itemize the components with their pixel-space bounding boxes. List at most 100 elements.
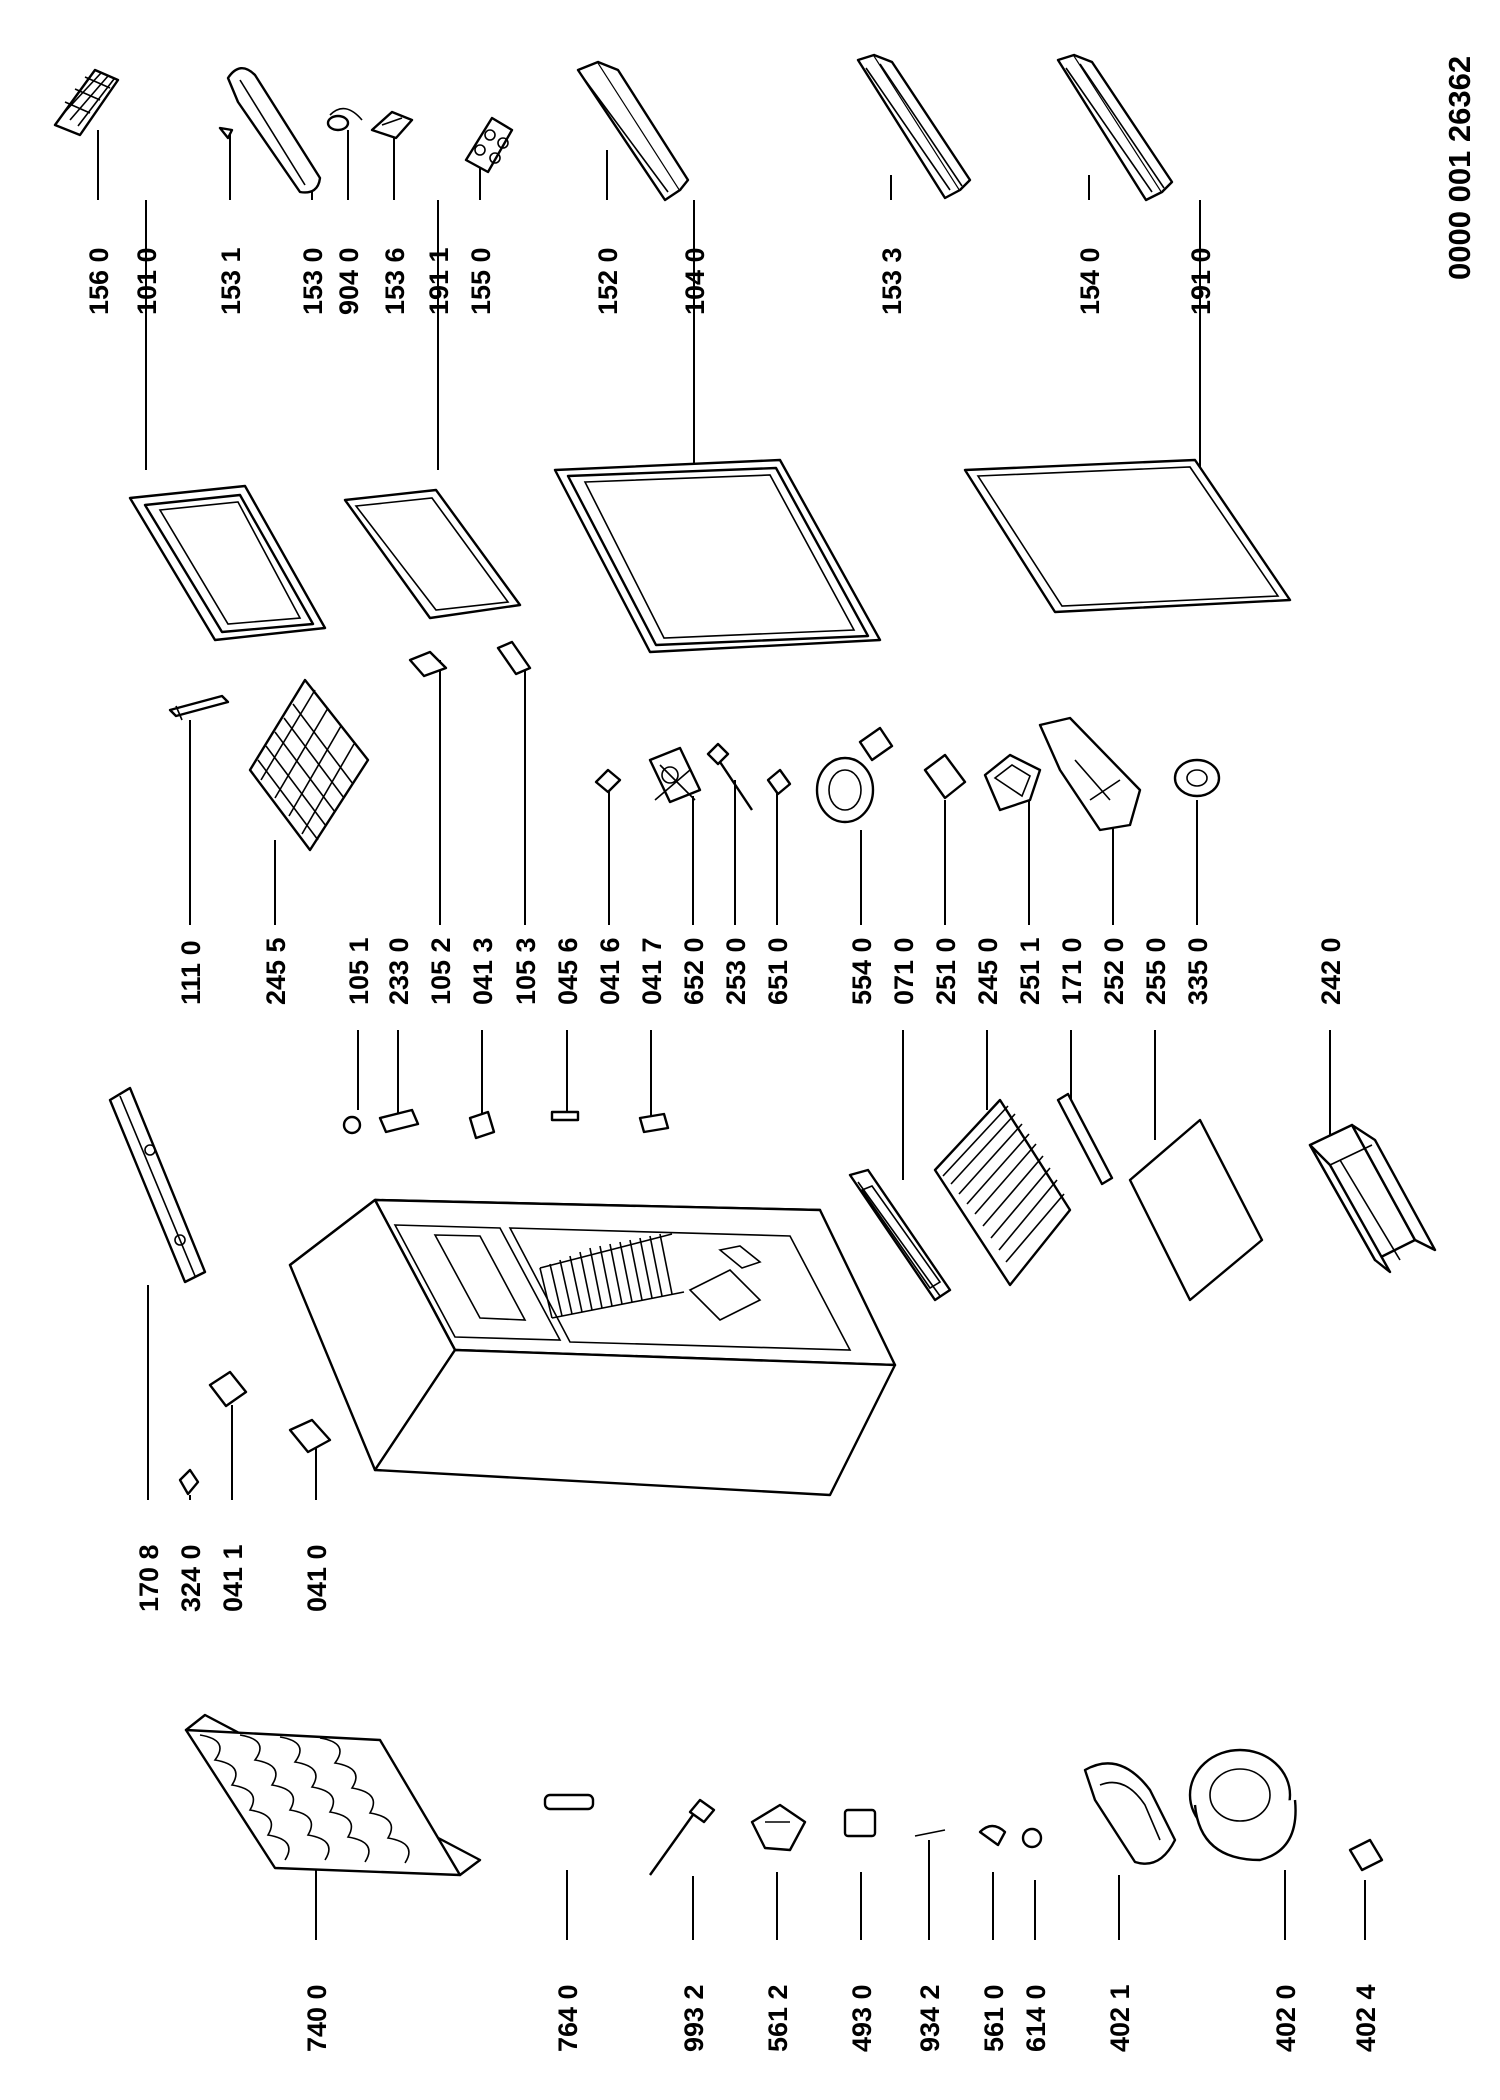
label-245-5: 245 5 xyxy=(261,937,291,1005)
label-152-0: 152 0 xyxy=(593,247,623,315)
filter-dryer-764-0-part xyxy=(543,1793,595,1811)
crisper-drawer-242-0-part xyxy=(1308,1123,1437,1274)
hinge-111-part xyxy=(168,694,230,721)
label-105-2: 105 2 xyxy=(426,937,456,1005)
label-154-0: 154 0 xyxy=(1075,247,1105,315)
label-153-6: 153 6 xyxy=(380,247,410,315)
document-number: 0000 001 26362 xyxy=(1442,56,1477,280)
label-153-3: 153 3 xyxy=(877,247,907,315)
cover-493-0-part xyxy=(843,1808,877,1838)
freezer-door-part xyxy=(128,484,327,642)
label-column-top: 156 0 101 0 153 1 153 0 904 0 153 6 191 … xyxy=(84,247,1216,315)
small-clip-part xyxy=(326,107,363,132)
label-171-0: 171 0 xyxy=(1057,937,1087,1005)
lower-bottle-shelf-part xyxy=(1056,53,1174,202)
ice-tray-part xyxy=(53,68,120,137)
label-105-1: 105 1 xyxy=(344,937,374,1005)
label-column-lower: 170 8 324 0 041 1 041 0 xyxy=(134,1544,332,1612)
handle-105-3-part xyxy=(496,640,532,676)
clip-402-4-part xyxy=(1348,1838,1384,1872)
label-335-0: 335 0 xyxy=(1183,937,1213,1005)
small-part-041-6 xyxy=(594,768,622,794)
small-part-651-0 xyxy=(766,768,792,796)
label-041-6: 041 6 xyxy=(595,937,625,1005)
label-652-0: 652 0 xyxy=(679,937,709,1005)
glass-shelf-255-0-part xyxy=(1128,1118,1264,1302)
label-324-0: 324 0 xyxy=(176,1544,206,1612)
label-993-2: 993 2 xyxy=(679,1984,709,2052)
label-column-middle: 111 0 245 5 105 1 233 0 105 2 041 3 105 … xyxy=(176,937,1346,1005)
label-041-3: 041 3 xyxy=(468,937,498,1005)
egg-tray-part xyxy=(464,116,514,174)
wire-shelf-245-5-part xyxy=(248,678,370,852)
label-251-1: 251 1 xyxy=(1015,937,1045,1005)
leader-lines xyxy=(97,130,1366,1940)
light-cover-071-0-part xyxy=(848,1168,952,1302)
label-245-0: 245 0 xyxy=(973,937,1003,1005)
compressor-402-0-part xyxy=(1188,1748,1297,1862)
fridge-door-part xyxy=(553,458,882,654)
cabinet-body-part xyxy=(288,1198,897,1497)
label-041-1: 041 1 xyxy=(218,1544,248,1612)
fridge-door-gasket-part xyxy=(963,458,1292,614)
hinge-bracket-part xyxy=(370,110,414,140)
clip-561-0-part xyxy=(978,1824,1007,1847)
sensor-993-2-part xyxy=(649,1798,716,1876)
label-233-0: 233 0 xyxy=(384,937,414,1005)
pin-045-6-part xyxy=(550,1110,580,1122)
label-934-2: 934 2 xyxy=(915,1984,945,2052)
lamp-holder-251-1-part xyxy=(983,753,1042,812)
label-155-0: 155 0 xyxy=(466,247,496,315)
wire-shelf-245-0-part xyxy=(933,1098,1072,1287)
label-column-bottom: 740 0 764 0 993 2 561 2 493 0 934 2 561 … xyxy=(302,1984,1381,2052)
condenser-740-0-part xyxy=(184,1713,482,1877)
label-561-2: 561 2 xyxy=(763,1984,793,2052)
label-493-0: 493 0 xyxy=(847,1984,877,2052)
label-153-0: 153 0 xyxy=(298,247,328,315)
rod-253-0-part xyxy=(706,742,753,811)
label-614-0: 614 0 xyxy=(1021,1984,1051,2052)
drip-tray-402-1-part xyxy=(1083,1762,1177,1865)
label-041-0: 041 0 xyxy=(302,1544,332,1612)
hinge-041-1-part xyxy=(208,1370,248,1408)
strip-171-0-part xyxy=(1056,1092,1114,1186)
clip-041-7-part xyxy=(638,1112,670,1134)
lamp-cover-554-0-part xyxy=(815,726,894,824)
clip-233-0-part xyxy=(378,1108,420,1134)
housing-252-0-part xyxy=(1038,716,1142,832)
butter-shelf-part xyxy=(218,67,322,194)
bottle-shelf-part xyxy=(856,53,972,200)
label-153-1: 153 1 xyxy=(216,247,246,315)
label-170-8: 170 8 xyxy=(134,1544,164,1612)
label-041-7: 041 7 xyxy=(637,937,667,1005)
label-071-0: 071 0 xyxy=(889,937,919,1005)
relay-561-2-part xyxy=(750,1803,807,1852)
top-cover-170-8-part xyxy=(108,1086,207,1284)
label-045-6: 045 6 xyxy=(553,937,583,1005)
label-255-0: 255 0 xyxy=(1141,937,1171,1005)
label-402-0: 402 0 xyxy=(1271,1984,1301,2052)
label-764-0: 764 0 xyxy=(553,1984,583,2052)
wire-934-2-part xyxy=(914,1829,946,1837)
grommet-614-0-part xyxy=(1021,1827,1043,1849)
freezer-door-gasket-part xyxy=(343,488,522,620)
door-shelf-part xyxy=(576,60,690,202)
thermostat-652-0-part xyxy=(648,746,702,804)
label-105-3: 105 3 xyxy=(511,937,541,1005)
screw-105-1-part xyxy=(342,1115,362,1135)
label-402-1: 402 1 xyxy=(1105,1984,1135,2052)
label-253-0: 253 0 xyxy=(721,937,751,1005)
label-252-0: 252 0 xyxy=(1099,937,1129,1005)
label-402-4: 402 4 xyxy=(1351,1984,1381,2052)
label-740-0: 740 0 xyxy=(302,1984,332,2052)
bracket-105-2-part xyxy=(408,650,448,678)
knob-335-0-part xyxy=(1173,758,1221,798)
label-111-0: 111 0 xyxy=(176,940,206,1005)
label-251-0: 251 0 xyxy=(931,937,961,1005)
small-clip-324-0-part xyxy=(178,1468,200,1496)
label-242-0: 242 0 xyxy=(1316,937,1346,1005)
label-561-0: 561 0 xyxy=(979,1984,1009,2052)
label-156-0: 156 0 xyxy=(84,247,114,315)
screw-041-3-part xyxy=(468,1110,496,1140)
